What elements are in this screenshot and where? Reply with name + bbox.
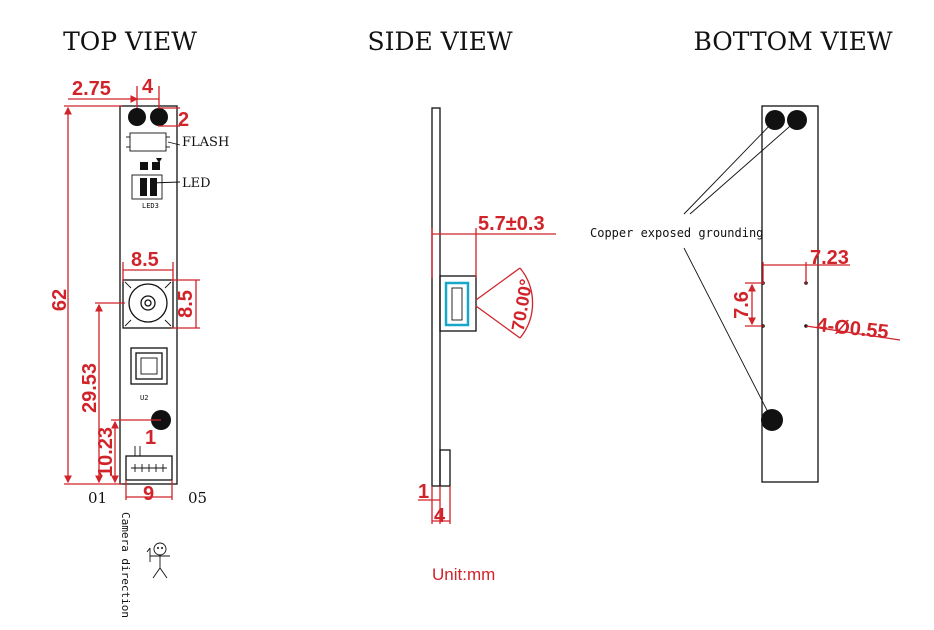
svg-text:U2: U2 [140, 394, 148, 402]
top-board-outline [119, 105, 178, 485]
dim-7-23: 7.23 [810, 247, 849, 269]
dim-side-1: 1 [418, 481, 429, 503]
side-camera-body [439, 275, 477, 332]
dim-holes: 4-Ø0.55 [815, 314, 889, 343]
dim-2: 2 [178, 109, 189, 131]
side-view: 5.7±0.3 70.00° 1 4 Unit:mm [418, 107, 556, 584]
dim-5-7: 5.7±0.3 [478, 213, 545, 235]
copper-grounding-label: Copper exposed grounding [590, 226, 763, 240]
side-view-title: SIDE VIEW [367, 27, 512, 56]
fpc-connector [125, 455, 173, 481]
top-mount-hole-right [150, 108, 168, 126]
flash-chip [129, 132, 167, 152]
top-mount-hole-left [128, 108, 146, 126]
dim-8-5-width: 8.5 [131, 249, 159, 271]
dim-10-23: 10.23 [95, 427, 117, 477]
camera-direction-label: Camera direction [119, 512, 132, 618]
person-icon [146, 542, 170, 579]
dim-2-75: 2.75 [72, 78, 111, 100]
bottom-board-outline [761, 105, 819, 483]
flash-label: FLASH [182, 135, 229, 150]
bottom-view-title: BOTTOM VIEW [693, 27, 892, 56]
side-lens [444, 281, 470, 327]
camera-lens-icon [128, 283, 168, 323]
dim-7-6: 7.6 [731, 291, 753, 319]
svg-text:LED3: LED3 [142, 202, 159, 210]
dim-8-5-height: 8.5 [175, 290, 197, 318]
ic-chip [130, 347, 168, 385]
dim-side-4: 4 [434, 505, 446, 527]
unit-label: Unit:mm [432, 565, 495, 584]
pin-05-label: 05 [188, 489, 207, 507]
bottom-view: Copper exposed grounding 7.23 7.6 4-Ø0.5… [590, 105, 901, 483]
dim-angle: 70.00° [508, 277, 537, 332]
dim-29-53: 29.53 [79, 363, 101, 413]
dim-4-top: 4 [142, 76, 154, 98]
pin-01-label: 01 [88, 489, 107, 507]
top-view: FLASH LED LED3 U2 2.75 [49, 76, 229, 618]
side-connector [439, 449, 451, 487]
dim-9: 9 [143, 483, 154, 505]
led-component [131, 174, 163, 200]
side-board [431, 107, 441, 487]
dim-1-top: 1 [145, 427, 156, 449]
dim-62: 62 [49, 289, 71, 311]
top-view-title: TOP VIEW [63, 27, 197, 56]
led-label: LED [182, 176, 211, 191]
camera-module [122, 279, 174, 329]
